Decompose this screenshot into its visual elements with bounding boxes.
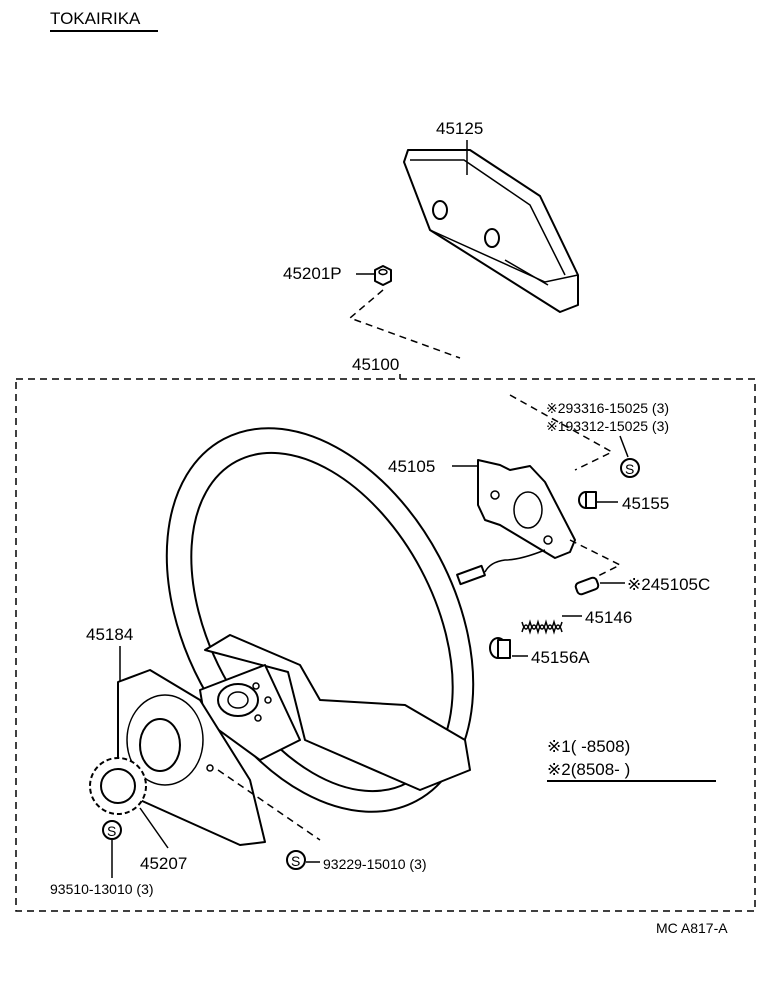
part-label-bracket: 45105 bbox=[388, 457, 435, 476]
svg-text:S: S bbox=[291, 853, 300, 869]
part-label-horn-pad: 45125 bbox=[436, 119, 483, 138]
part-label-bolt-2: ※193312-15025 (3) bbox=[546, 418, 669, 434]
cap-icon bbox=[489, 637, 511, 659]
horn-pad-icon bbox=[403, 149, 579, 313]
svg-text:S: S bbox=[625, 461, 634, 477]
part-label-contact: ※245105C bbox=[627, 575, 710, 594]
part-label-screw-cover: 93229-15010 (3) bbox=[323, 856, 427, 872]
part-label-cancel-cam: 45207 bbox=[140, 854, 187, 873]
note-2: ※2(8508- ) bbox=[547, 760, 630, 779]
brand-label: TOKAIRIKA bbox=[50, 9, 141, 28]
part-label-spring: 45146 bbox=[585, 608, 632, 627]
part-label-bolt-1: ※293316-15025 (3) bbox=[546, 400, 669, 416]
contact-pin-icon bbox=[574, 576, 600, 596]
part-label-nut: 45201P bbox=[283, 264, 342, 283]
steering-wheel-icon bbox=[165, 427, 475, 813]
svg-text:S: S bbox=[107, 823, 116, 839]
bushing-icon bbox=[578, 491, 597, 509]
standard-part-icon: S bbox=[286, 850, 306, 870]
spring-icon bbox=[521, 619, 563, 635]
contact-bracket-icon bbox=[456, 459, 576, 586]
nut-icon bbox=[374, 265, 392, 286]
part-label-cover: 45184 bbox=[86, 625, 133, 644]
part-label-bushing: 45155 bbox=[622, 494, 669, 513]
note-1: ※1( -8508) bbox=[547, 737, 630, 756]
part-label-screw-cam: 93510-13010 (3) bbox=[50, 881, 154, 897]
standard-part-icon: S bbox=[102, 820, 122, 840]
diagram-code: MC A817-A bbox=[656, 920, 728, 936]
standard-part-icon: S bbox=[620, 458, 640, 478]
part-label-cap: 45156A bbox=[531, 648, 590, 667]
assembly-label: 45100 bbox=[352, 355, 399, 374]
cancel-cam-icon bbox=[89, 757, 147, 815]
